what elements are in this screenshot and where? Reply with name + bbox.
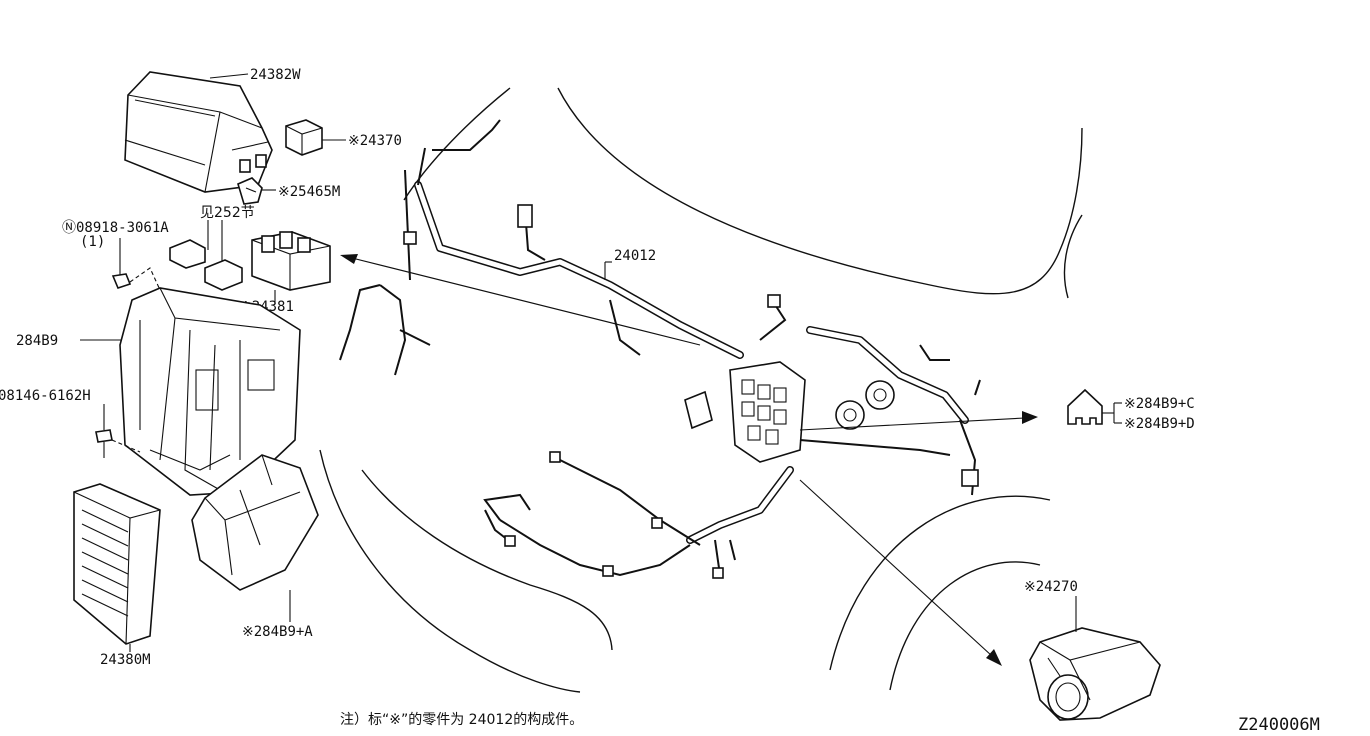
- part-24012-harness[interactable]: [339, 119, 981, 579]
- label-284b9a: ※284B9+A: [242, 624, 313, 640]
- arrow-to-284b9cd: [799, 411, 1038, 431]
- part-relays-252[interactable]: [169, 239, 243, 291]
- part-24270-protector[interactable]: [1029, 627, 1161, 721]
- label-08918-qty: (1): [80, 234, 105, 250]
- part-284b9a-bracket[interactable]: [191, 454, 319, 591]
- footnote: 注）标“※”的零件为 24012的构成件。: [340, 712, 583, 728]
- label-24380m: 24380M: [100, 652, 151, 668]
- arrow-to-24381: [340, 254, 701, 346]
- label-24012: 24012: [614, 248, 656, 264]
- part-08918-nut[interactable]: [111, 273, 132, 289]
- part-24380m-module[interactable]: [73, 483, 161, 645]
- label-24270: ※24270: [1024, 579, 1078, 595]
- label-284b9c: ※284B9+C: [1124, 396, 1195, 412]
- label-24370: ※24370: [348, 133, 402, 149]
- label-08146: 08146-6162H: [0, 388, 91, 404]
- label-284b9: 284B9: [16, 333, 58, 349]
- part-24381[interactable]: [251, 231, 331, 291]
- label-25465m: ※25465M: [278, 184, 340, 200]
- vehicle-body-outline: [319, 87, 1083, 693]
- arrow-to-24270: [799, 479, 1002, 666]
- part-24370[interactable]: [285, 119, 323, 156]
- diagram-code: Z240006M: [1238, 715, 1320, 735]
- part-08146-bolt[interactable]: [95, 429, 113, 458]
- part-24382w-cover[interactable]: [124, 71, 273, 193]
- label-24382w: 24382W: [250, 67, 301, 83]
- part-25465m[interactable]: [237, 177, 263, 205]
- label-284b9d: ※284B9+D: [1124, 416, 1195, 432]
- label-08918: Ⓝ08918-3061A: [62, 220, 169, 236]
- label-see-252: 见252节: [200, 205, 255, 221]
- part-284b9cd-icon[interactable]: [1067, 388, 1103, 425]
